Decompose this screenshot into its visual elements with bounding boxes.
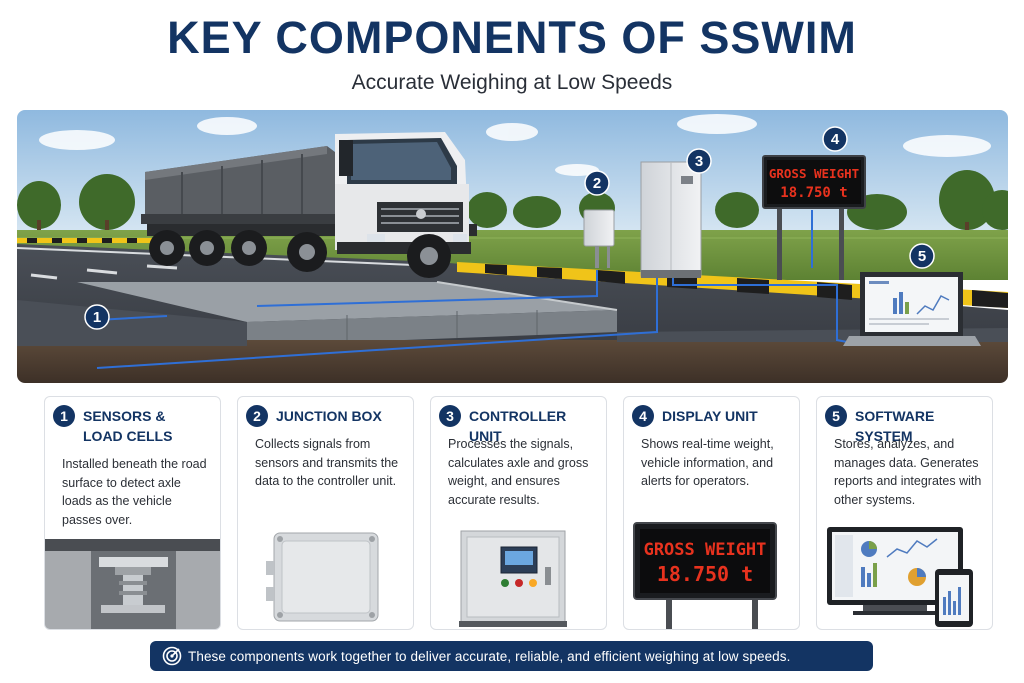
- footer-text: These components work together to delive…: [188, 648, 791, 664]
- card-title: SOFTWARE SYSTEM: [855, 408, 935, 444]
- scene-marker-2: 2: [593, 175, 601, 192]
- card-number-badge: 1: [53, 405, 75, 427]
- load-cell-image: [45, 539, 220, 629]
- card-header: 2 JUNCTION BOX: [246, 405, 407, 427]
- card-description: Shows real-time weight, vehicle informat…: [641, 437, 774, 488]
- junction-box-image: [266, 532, 379, 622]
- card-title: JUNCTION BOX: [276, 408, 382, 424]
- page-title: KEY COMPONENTS OF SSWIM: [167, 12, 857, 63]
- card-header: 1 SENSORS & LOAD CELLS: [53, 405, 214, 446]
- card-title: SENSORS & LOAD CELLS: [83, 408, 173, 444]
- card-software-system: 5 SOFTWARE SYSTEM Stores, analyzes, and …: [816, 396, 993, 630]
- led-display-image: GROSS WEIGHT 18.750 t: [633, 522, 777, 629]
- card-number-badge: 4: [632, 405, 654, 427]
- card-junction-box: 2 JUNCTION BOX Collects signals from sen…: [237, 396, 414, 630]
- footer-banner: These components work together to delive…: [150, 641, 873, 671]
- scene-marker-5: 5: [918, 248, 926, 265]
- target-icon: [162, 646, 182, 666]
- software-devices-image: [827, 527, 973, 627]
- page-subtitle: Accurate Weighing at Low Speeds: [351, 71, 673, 94]
- display-line2: 18.750 t: [657, 562, 753, 586]
- card-header: 4 DISPLAY UNIT: [632, 405, 793, 427]
- dump-truck: [141, 132, 477, 278]
- card-description: Stores, analyzes, and manages data. Gene…: [834, 437, 982, 507]
- card-number-badge: 3: [439, 405, 461, 427]
- card-description: Collects signals from sensors and transm…: [255, 437, 399, 488]
- component-cards: 1 SENSORS & LOAD CELLS Installed beneath…: [44, 396, 993, 630]
- card-title: DISPLAY UNIT: [662, 408, 758, 424]
- card-title: CONTROLLER UNIT: [469, 408, 567, 444]
- card-description: Processes the signals, calculates axle a…: [448, 437, 589, 507]
- scene-sign-line2: 18.750 t: [780, 185, 847, 201]
- display-line1: GROSS WEIGHT: [644, 540, 767, 560]
- card-display-unit: 4 DISPLAY UNIT Shows real-time weight, v…: [623, 396, 800, 630]
- scene-marker-3: 3: [695, 153, 703, 170]
- controller-cabinet-image: [459, 530, 567, 627]
- card-controller-unit: 3 CONTROLLER UNIT Processes the signals,…: [430, 396, 607, 630]
- card-description: Installed beneath the road surface to de…: [62, 457, 207, 527]
- card-number-badge: 5: [825, 405, 847, 427]
- scene-sign-line1: GROSS WEIGHT: [769, 166, 859, 181]
- card-header: 3 CONTROLLER UNIT: [439, 405, 600, 446]
- scene-marker-1: 1: [93, 309, 101, 326]
- card-sensors: 1 SENSORS & LOAD CELLS Installed beneath…: [44, 396, 221, 630]
- card-header: 5 SOFTWARE SYSTEM: [825, 405, 986, 446]
- card-number-badge: 2: [246, 405, 268, 427]
- scene-marker-4: 4: [831, 131, 840, 148]
- sswim-scene-illustration: GROSS WEIGHT 18.750 t 1 2 3 4 5: [17, 110, 1008, 383]
